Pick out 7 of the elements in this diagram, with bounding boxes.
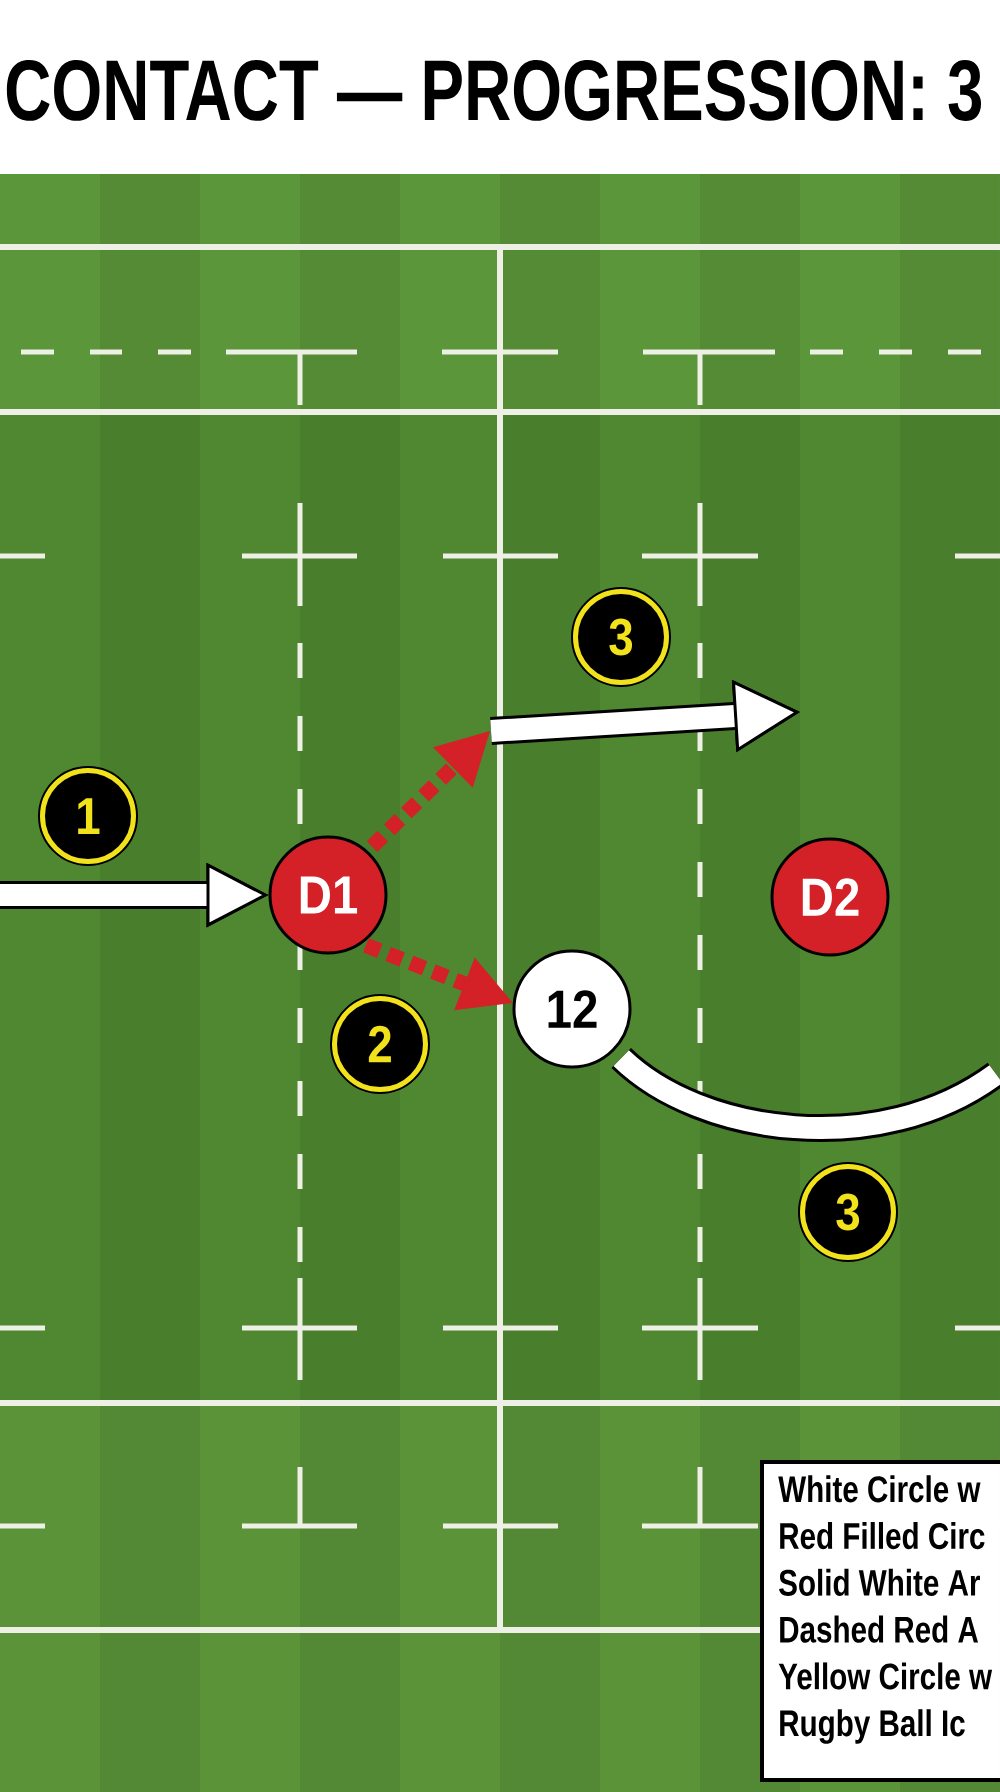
title: CONTACT — PROGRESSION: 3 xyxy=(6,60,982,121)
legend-text: Red Filled Circ xyxy=(780,1522,985,1550)
legend-text: Yellow Circle w xyxy=(778,1662,993,1690)
legend-text: Solid White Ar xyxy=(779,1568,980,1596)
legend-text: Rugby Ball Ic xyxy=(780,1709,965,1744)
legend-text: Dashed Red A xyxy=(780,1615,979,1643)
legend-text: White Circle w xyxy=(778,1475,981,1503)
